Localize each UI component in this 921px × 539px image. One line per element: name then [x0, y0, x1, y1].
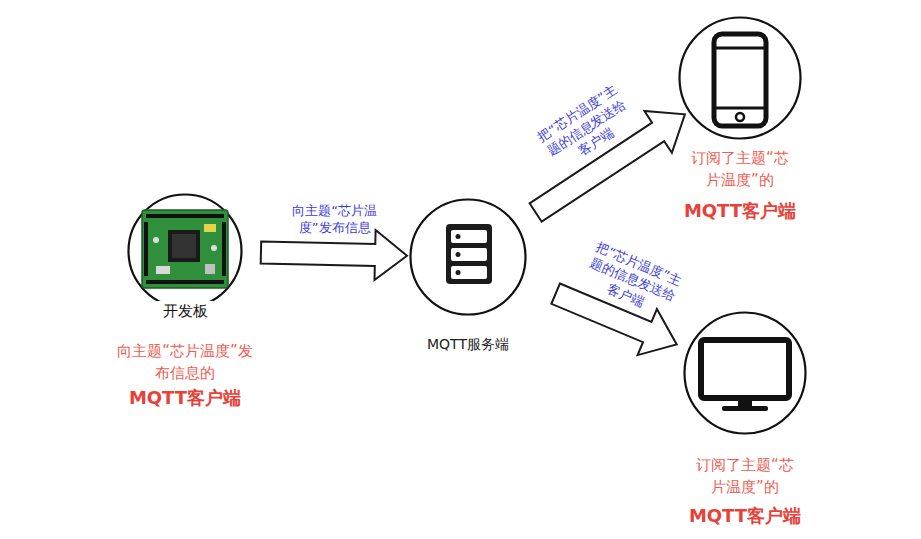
client-circle: 订阅了主题“芯片温度”的MQTT客户端	[678, 16, 802, 140]
client-circle: 开发板向主题“芯片温度”发布信息的MQTT客户端	[127, 193, 243, 309]
node-caption: 订阅了主题“芯片温度”的	[695, 455, 795, 499]
client-title: MQTT客户端	[660, 198, 820, 224]
node-caption: MQTT服务端	[398, 334, 538, 354]
circle-outline	[409, 198, 527, 316]
node-caption: 订阅了主题“芯片温度”的	[690, 148, 790, 192]
circle-shape	[129, 195, 242, 308]
client-title: MQTT客户端	[105, 385, 265, 411]
client-circle: 订阅了主题“芯片温度”的MQTT客户端	[683, 311, 807, 435]
circle-outline	[683, 311, 807, 435]
circle-shape	[680, 18, 801, 139]
circle-outline	[678, 16, 802, 140]
node-caption: 向主题“芯片温度”发布信息的	[110, 341, 260, 385]
block-arrow	[261, 230, 407, 280]
client-title: MQTT客户端	[665, 503, 825, 529]
arrow-label: 向主题“芯片温度”发布信息	[284, 203, 386, 237]
board-label: 开发板	[150, 301, 220, 323]
circle-shape	[685, 313, 806, 434]
client-circle: MQTT服务端	[409, 198, 527, 316]
circle-shape	[411, 200, 526, 315]
circle-outline	[127, 193, 243, 309]
